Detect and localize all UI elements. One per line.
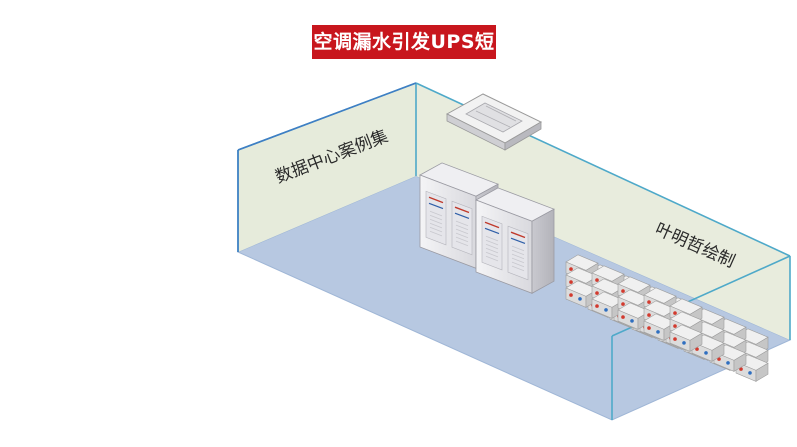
- battery-icon: [669, 324, 703, 352]
- ups-cabinet-group: [419, 162, 555, 294]
- back-wall-left: [238, 83, 416, 252]
- battery-rack-group: [565, 254, 769, 382]
- ups-cabinet-icon: [475, 187, 555, 294]
- page-title: 空调漏水引发UPS短路: [312, 25, 496, 87]
- battery-icon: [565, 280, 599, 308]
- battery-icon: [713, 344, 747, 372]
- ac-unit-icon: [445, 93, 543, 151]
